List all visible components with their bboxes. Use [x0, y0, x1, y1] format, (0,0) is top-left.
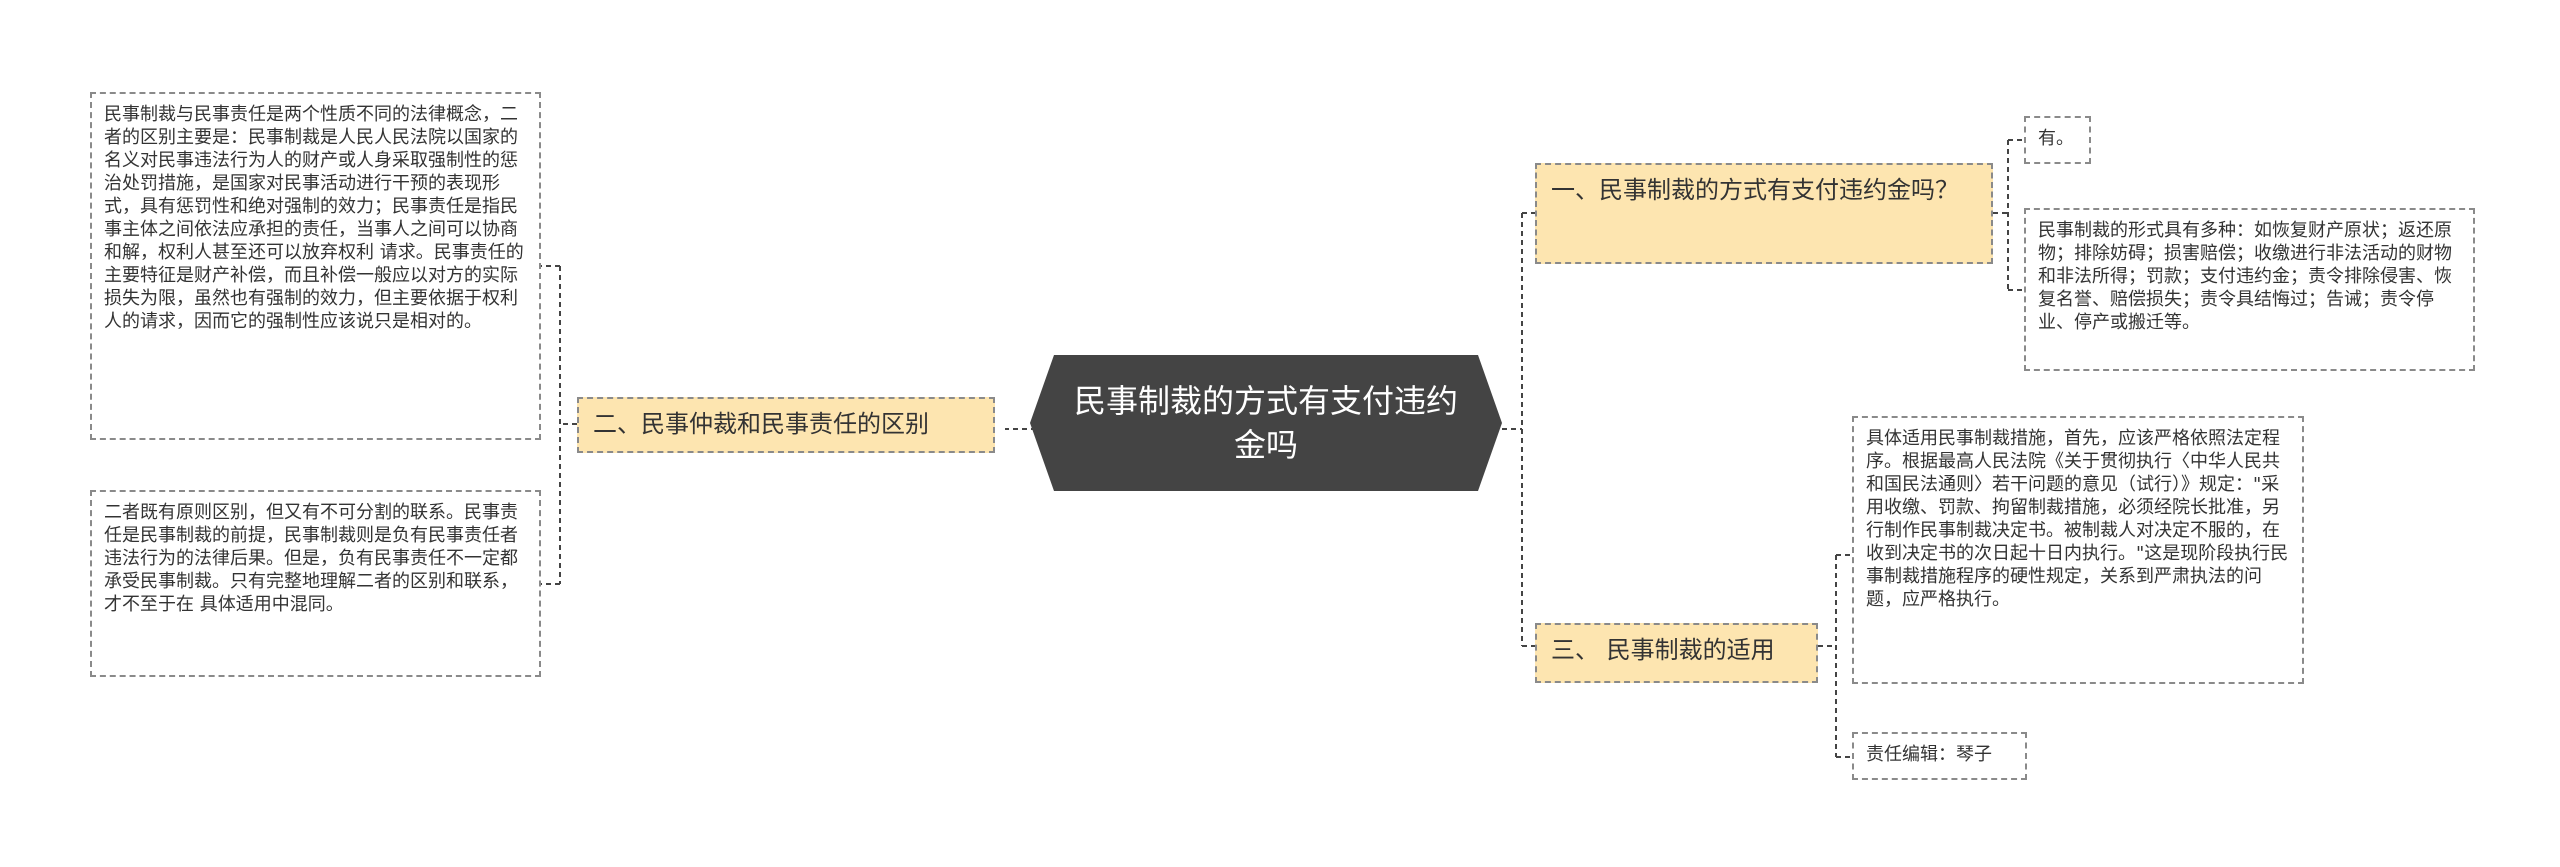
leaf-text: 民事制裁的形式具有多种：如恢复财产原状；返还原物；排除妨碍；损害赔偿；收缴进行非… — [2038, 220, 2452, 333]
central-topic[interactable]: 民事制裁的方式有支付违约金吗 — [1030, 355, 1502, 491]
leaf-text: 具体适用民事制裁措施，首先，应该严格依照法定程序。根据最高人民法院《关于贯彻执行… — [1866, 428, 2289, 610]
leaf-text: 有。 — [2038, 128, 2074, 149]
topic-label: 一、民事制裁的方式有支付违约金吗？ — [1551, 176, 1959, 204]
leaf-text: 责任编辑：琴子 — [1866, 744, 1992, 765]
leaf-text: 二者既有原则区别，但又有不可分割的联系。民事责任是民事制裁的前提，民事制裁则是负… — [104, 502, 518, 615]
topic-difference-arbitration-liability[interactable]: 二、民事仲裁和民事责任的区别 — [577, 397, 995, 453]
leaf-procedure[interactable]: 具体适用民事制裁措施，首先，应该严格依照法定程序。根据最高人民法院《关于贯彻执行… — [1852, 416, 2304, 684]
leaf-forms-of-sanction[interactable]: 民事制裁的形式具有多种：如恢复财产原状；返还原物；排除妨碍；损害赔偿；收缴进行非… — [2024, 208, 2475, 371]
leaf-text: 民事制裁与民事责任是两个性质不同的法律概念，二者的区别主要是：民事制裁是人民人民… — [104, 104, 524, 332]
topic-label: 三、 民事制裁的适用 — [1551, 636, 1775, 664]
topic-payment-of-penalty[interactable]: 一、民事制裁的方式有支付违约金吗？ — [1535, 163, 1993, 264]
leaf-editor[interactable]: 责任编辑：琴子 — [1852, 732, 2027, 780]
topic-label: 二、民事仲裁和民事责任的区别 — [593, 410, 929, 438]
topic-application-of-sanction[interactable]: 三、 民事制裁的适用 — [1535, 623, 1818, 683]
leaf-difference[interactable]: 民事制裁与民事责任是两个性质不同的法律概念，二者的区别主要是：民事制裁是人民人民… — [90, 92, 541, 440]
leaf-relation[interactable]: 二者既有原则区别，但又有不可分割的联系。民事责任是民事制裁的前提，民事制裁则是负… — [90, 490, 541, 677]
central-topic-label: 民事制裁的方式有支付违约金吗 — [1073, 382, 1458, 464]
leaf-answer-yes[interactable]: 有。 — [2024, 116, 2091, 164]
